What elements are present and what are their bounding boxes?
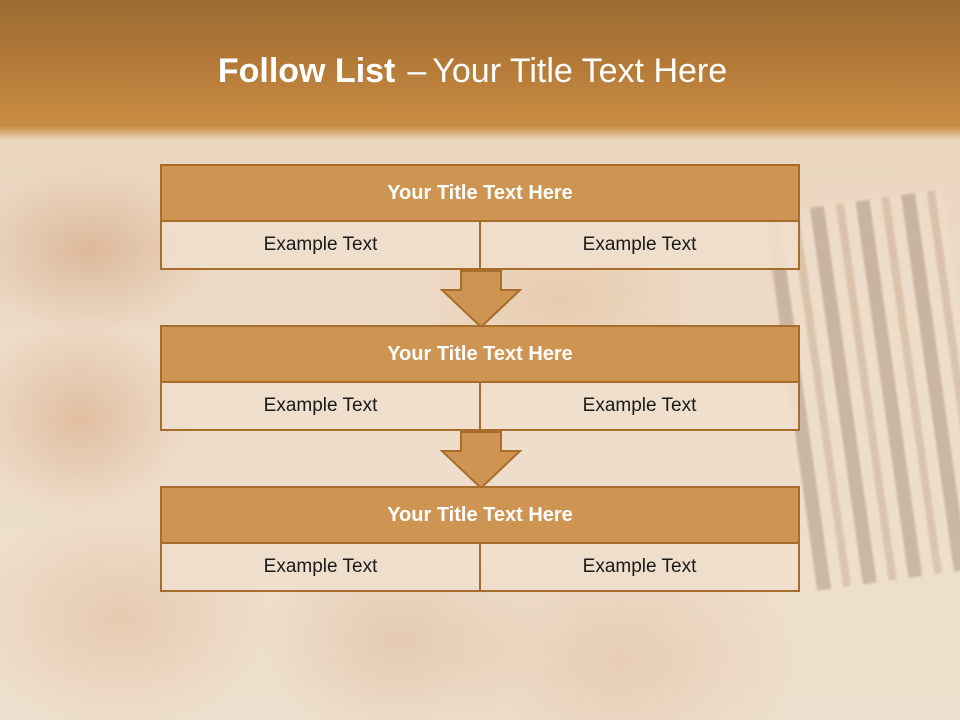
step-1-left-text: Example Text: [263, 234, 378, 255]
title-bold: Follow List: [217, 52, 396, 90]
step-title-2: Your Title Text Here: [160, 325, 800, 383]
step-title-1: Your Title Text Here: [160, 164, 800, 222]
title-separator: –: [407, 52, 427, 90]
step-row-1: Example Text Example Text: [160, 222, 800, 270]
step-title-3: Your Title Text Here: [160, 486, 800, 544]
header-band: [0, 0, 960, 140]
step-block-1: Your Title Text Here Example Text Exampl…: [160, 164, 800, 270]
step-3-right-text: Example Text: [479, 544, 798, 590]
step-block-2: Your Title Text Here Example Text Exampl…: [160, 325, 800, 431]
step-3-left-text: Example Text: [263, 556, 378, 577]
step-2-right-text: Example Text: [479, 383, 798, 429]
down-arrow-icon: [440, 431, 522, 489]
step-row-3: Example Text Example Text: [160, 544, 800, 592]
step-block-3: Your Title Text Here Example Text Exampl…: [160, 486, 800, 592]
down-arrow-icon: [440, 270, 522, 328]
step-1-right-text: Example Text: [479, 222, 798, 268]
step-2-left-text: Example Text: [263, 395, 378, 416]
title-rest: Your Title Text Here: [432, 52, 728, 90]
step-row-2: Example Text Example Text: [160, 383, 800, 431]
slide-title: Follow List–Your Title Text Here: [0, 52, 945, 91]
